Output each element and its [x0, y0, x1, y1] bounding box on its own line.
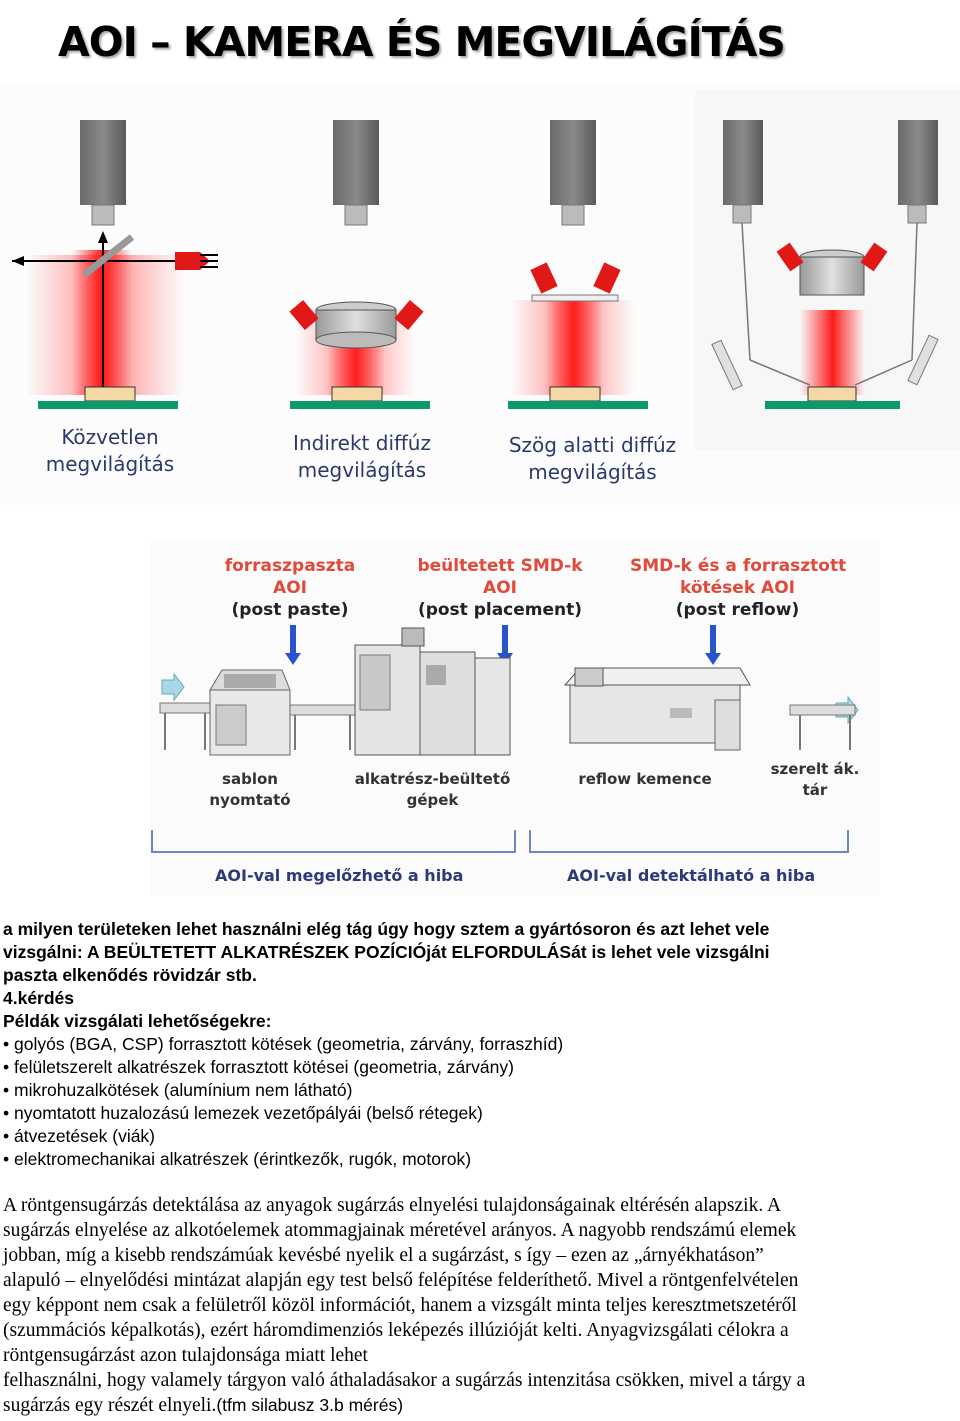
- paragraph-line: röntgensugárzást azon tulajdonsága miatt…: [3, 1345, 368, 1366]
- label-line: SMD-k és a forrasztott: [630, 556, 847, 576]
- label-line: Szög alatti diffúz: [508, 433, 677, 457]
- stencil-printer-machine: [209, 669, 291, 756]
- page-title: AOI – KAMERA ÉS MEGVILÁGÍTÁS: [58, 18, 786, 66]
- label-line: AOI: [483, 578, 517, 598]
- label-line: (post reflow): [675, 600, 800, 620]
- paragraph-line: egy képpont nem csak a felületről közöl …: [3, 1295, 797, 1316]
- label-placement-machines: alkatrész-beültető gépek: [350, 769, 515, 811]
- label-post-placement: beültetett SMD-k AOI (post placement): [405, 555, 595, 621]
- xray-paragraph: A röntgensugárzás detektálása az anyagok…: [3, 1193, 953, 1418]
- paragraph-line: felhasználni, hogy valamely tárgyon való…: [3, 1370, 806, 1391]
- label-magazine: szerelt ák. tár: [760, 759, 870, 801]
- label-direct-lighting: Közvetlen megvilágítás: [30, 424, 190, 478]
- paragraph-line: (szummációs képalkotás), ezért háromdime…: [3, 1320, 789, 1341]
- label-line: megvilágítás: [528, 460, 657, 484]
- text-line: a milyen területeken lehet használni elé…: [3, 919, 770, 939]
- magazine-unit: [714, 699, 741, 751]
- label-indirect-diffuse: Indirekt diffúz megvilágítás: [272, 430, 452, 484]
- label-stencil-printer: sablon nyomtató: [195, 769, 305, 811]
- paragraph-line: alapuló – elnyelődési mintázat alapján e…: [3, 1270, 799, 1291]
- question-number: 4.kérdés: [3, 988, 75, 1008]
- label-line: sablon: [222, 770, 278, 788]
- paragraph-line: A röntgensugárzás detektálása az anyagok…: [3, 1195, 782, 1216]
- label-line: (post paste): [231, 600, 349, 620]
- smt-line-figure: [150, 540, 880, 895]
- label-line: beültetett SMD-k: [417, 556, 583, 576]
- label-line: nyomtató: [209, 791, 291, 809]
- list-item: • mikrohuzalkötések (alumínium nem látha…: [3, 1080, 353, 1100]
- aoi-brackets: [151, 830, 849, 853]
- label-line: Indirekt diffúz: [293, 431, 431, 455]
- label-preventable-defect: AOI-val megelőzhető a hiba: [215, 866, 464, 885]
- label-line: megvilágítás: [45, 452, 175, 476]
- label-line: alkatrész-beültető: [354, 770, 511, 788]
- label-post-paste: forraszpaszta AOI (post paste): [210, 555, 370, 621]
- text-line: paszta elkenődés rövidzár stb.: [3, 965, 257, 985]
- label-line: gépek: [406, 791, 459, 809]
- dome-mirror-setup: [695, 90, 960, 450]
- label-line: Közvetlen: [61, 425, 159, 449]
- examples-list: • golyós (BGA, CSP) forrasztott kötések …: [3, 1033, 953, 1171]
- direct-lighting-setup: [12, 120, 218, 409]
- examples-heading: Példák vizsgálati lehetőségekre:: [3, 1011, 272, 1031]
- paragraph-line: sugárzás elnyelése az alkotóelemek atomm…: [3, 1220, 797, 1241]
- label-post-reflow: SMD-k és a forrasztott kötések AOI (post…: [630, 555, 847, 621]
- list-item: • elektromechanikai alkatrészek (érintke…: [3, 1149, 472, 1169]
- label-line: AOI: [273, 578, 307, 598]
- lighting-methods-figure: [0, 85, 960, 505]
- label-angled-diffuse: Szög alatti diffúz megvilágítás: [495, 432, 690, 486]
- paragraph-last-text: sugárzás egy részét elnyeli.: [3, 1395, 217, 1416]
- angled-diffuse-setup: [508, 120, 648, 409]
- paragraph-line: sugárzás egy részét elnyeli.(tfm silabus…: [3, 1393, 953, 1418]
- paragraph-line: jobban, míg a kisebb rendszámúak kevésbé…: [3, 1245, 764, 1266]
- list-item: • felületszerelt alkatrészek forrasztott…: [3, 1057, 514, 1077]
- text-line: vizsgálni: A BEÜLTETETT ALKATRÉSZEK POZÍ…: [3, 942, 770, 962]
- label-reflow-oven: reflow kemence: [570, 769, 720, 790]
- label-line: szerelt ák.: [770, 760, 860, 778]
- label-line: tár: [802, 781, 828, 799]
- label-line: (post placement): [417, 600, 583, 620]
- list-item: • átvezetések (viák): [3, 1126, 156, 1146]
- indirect-diffuse-setup: [289, 120, 430, 409]
- label-line: kötések AOI: [680, 578, 795, 598]
- label-line: reflow kemence: [578, 770, 712, 788]
- list-item: • golyós (BGA, CSP) forrasztott kötések …: [3, 1034, 564, 1054]
- list-item: • nyomtatott huzalozású lemezek vezetőpá…: [3, 1103, 483, 1123]
- label-line: forraszpaszta: [224, 556, 356, 576]
- label-line: megvilágítás: [297, 458, 427, 482]
- label-detectable-defect: AOI-val detektálható a hiba: [567, 866, 816, 885]
- pick-and-place-machines: [354, 627, 511, 756]
- source-note: (tfm silabusz 3.b mérés): [216, 1395, 404, 1415]
- answer-text-block: a milyen területeken lehet használni elé…: [3, 918, 953, 1033]
